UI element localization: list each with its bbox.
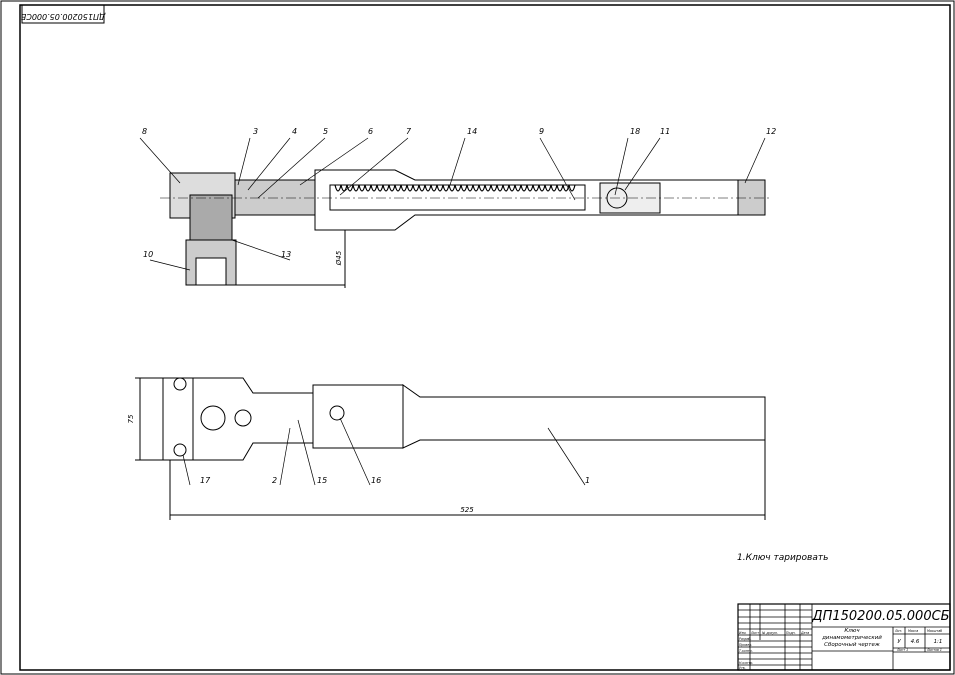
lit-value: У (897, 639, 901, 645)
role-tech-control: Т.контр. (739, 649, 753, 653)
dimension-length: 525 (460, 506, 474, 514)
top-stamp-box (21, 4, 105, 24)
callout-8: 8 (142, 127, 147, 136)
mass-header: Масса (908, 629, 918, 633)
col-header-sign: Подп. (786, 631, 796, 635)
callout-15: 15 (317, 476, 327, 485)
callout-12: 12 (766, 127, 776, 136)
mass-value: 4.6 (911, 639, 920, 645)
callouts (139, 137, 766, 486)
drawing-type: Сборочный чертеж (824, 642, 880, 648)
sheet-count: Листов 1 (926, 648, 942, 652)
callout-14: 14 (467, 127, 477, 136)
callout-11: 11 (660, 127, 670, 136)
dimension-width: 75 (127, 414, 135, 423)
plan-view (135, 377, 766, 520)
callout-13: 13 (281, 250, 291, 259)
dimension-diameter: Ø45 (335, 250, 343, 266)
role-developer: Разраб. (739, 637, 752, 641)
role-approved: Утв. (739, 666, 746, 670)
technical-note: 1.Ключ тарировать (737, 553, 828, 563)
col-header-izm: Изм. (739, 631, 747, 635)
callout-2: 2 (272, 476, 277, 485)
col-header-doc: № докум. (761, 631, 778, 635)
scale-value: 1:1 (934, 639, 943, 645)
callout-1: 1 (585, 476, 590, 485)
sheet-number: Лист 1 (896, 648, 908, 652)
callout-17: 17 (200, 476, 211, 485)
col-header-date: Дата (800, 631, 809, 635)
callout-18: 18 (630, 127, 640, 136)
callout-4: 4 (292, 127, 297, 136)
callout-10: 10 (143, 250, 153, 259)
callout-9: 9 (539, 127, 544, 136)
callout-16: 16 (371, 476, 381, 485)
lit-header: Лит. (894, 629, 902, 633)
callout-6: 6 (368, 127, 373, 136)
role-norm-control: Н.контр. (739, 661, 753, 665)
product-name-2: динамометрический (821, 635, 882, 641)
drawing-frame (19, 4, 951, 671)
title-block (737, 603, 951, 671)
callout-7: 7 (406, 127, 412, 136)
scale-header: Масштаб (927, 629, 942, 633)
top-stamp-code: ДП150200.05.000СБ (20, 12, 106, 21)
callout-3: 3 (253, 127, 258, 136)
role-checker: Провер. (739, 643, 752, 647)
product-name-1: Ключ (844, 628, 860, 634)
col-header-list: Лист (750, 631, 759, 635)
section-view (160, 169, 770, 288)
callout-5: 5 (323, 127, 328, 136)
designation: ДП150200.05.000СБ (811, 609, 949, 624)
